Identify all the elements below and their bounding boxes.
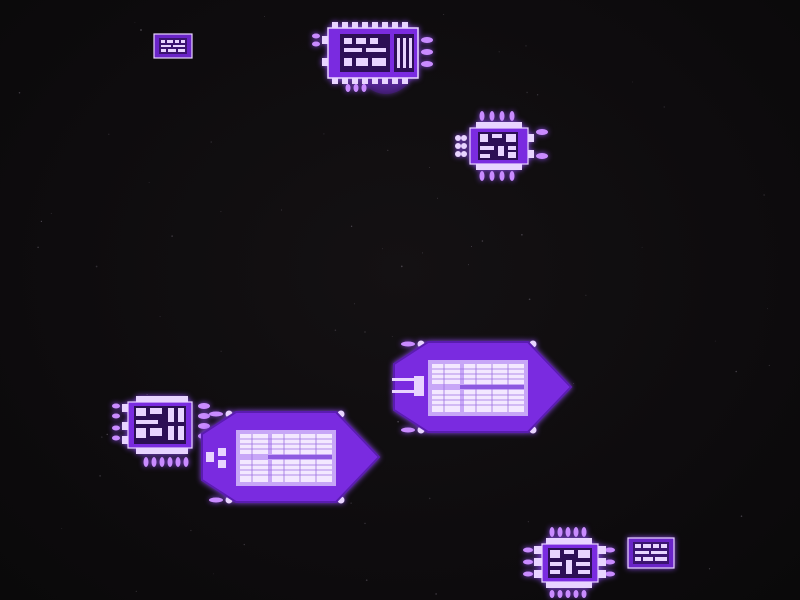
star [61, 528, 63, 530]
star [40, 220, 43, 223]
star [663, 106, 665, 108]
star [391, 336, 393, 337]
star [213, 573, 214, 575]
escort-ship-2[interactable] [110, 392, 214, 468]
star [428, 166, 431, 168]
star [767, 308, 769, 310]
cruiser-icon [312, 22, 433, 94]
star [350, 502, 352, 504]
star [428, 497, 431, 500]
small-pod-icon [627, 537, 675, 569]
star [435, 593, 437, 595]
star [190, 529, 192, 532]
escort-icon [455, 111, 548, 181]
star [264, 16, 265, 17]
star [146, 393, 148, 396]
star [400, 265, 403, 268]
star [481, 240, 484, 242]
star [243, 543, 245, 546]
star [641, 246, 643, 248]
star [220, 350, 222, 352]
star [354, 303, 356, 305]
star [397, 420, 399, 423]
star [468, 264, 470, 266]
small-pod-icon [153, 33, 193, 59]
star [387, 149, 389, 151]
star [37, 246, 39, 249]
star [443, 13, 445, 16]
capital-ship-2[interactable] [388, 338, 574, 436]
star [108, 133, 110, 135]
star [159, 316, 161, 318]
star [134, 21, 136, 23]
star [280, 209, 282, 211]
star [585, 294, 587, 296]
star [382, 248, 383, 250]
small-pod-ship-2[interactable] [627, 537, 675, 569]
star [323, 133, 325, 135]
escort-ship-1[interactable] [450, 110, 550, 182]
star [365, 579, 368, 582]
star [714, 340, 716, 342]
star [470, 245, 473, 248]
star [526, 91, 528, 94]
star [631, 81, 633, 83]
star [18, 91, 21, 94]
star [708, 568, 711, 570]
star [422, 252, 423, 254]
star [210, 141, 212, 143]
star [364, 331, 366, 333]
capital-ship-1[interactable] [196, 408, 382, 506]
star [220, 211, 222, 213]
small-pod-ship[interactable] [153, 33, 193, 59]
star [148, 181, 150, 183]
capital-ship-icon [392, 340, 573, 434]
star [768, 364, 770, 367]
star [95, 265, 98, 268]
star [536, 94, 539, 96]
escort-icon [112, 396, 210, 467]
star [100, 436, 103, 438]
star [437, 197, 439, 199]
star [573, 382, 575, 385]
capital-ship-icon [201, 410, 381, 504]
star [525, 45, 527, 47]
star [521, 234, 523, 236]
star [528, 298, 531, 301]
star [735, 370, 737, 373]
star [334, 329, 337, 331]
star [364, 522, 366, 525]
star [50, 212, 52, 214]
star [763, 194, 765, 196]
escort-icon [523, 527, 615, 598]
star [527, 521, 529, 523]
star [498, 51, 500, 53]
star [171, 235, 173, 237]
star [740, 515, 743, 517]
star [135, 590, 137, 593]
cruiser-ship[interactable] [312, 14, 434, 94]
escort-ship-3[interactable] [522, 526, 618, 598]
star [350, 225, 353, 227]
star [106, 433, 108, 436]
star [140, 29, 142, 31]
star [99, 475, 101, 477]
